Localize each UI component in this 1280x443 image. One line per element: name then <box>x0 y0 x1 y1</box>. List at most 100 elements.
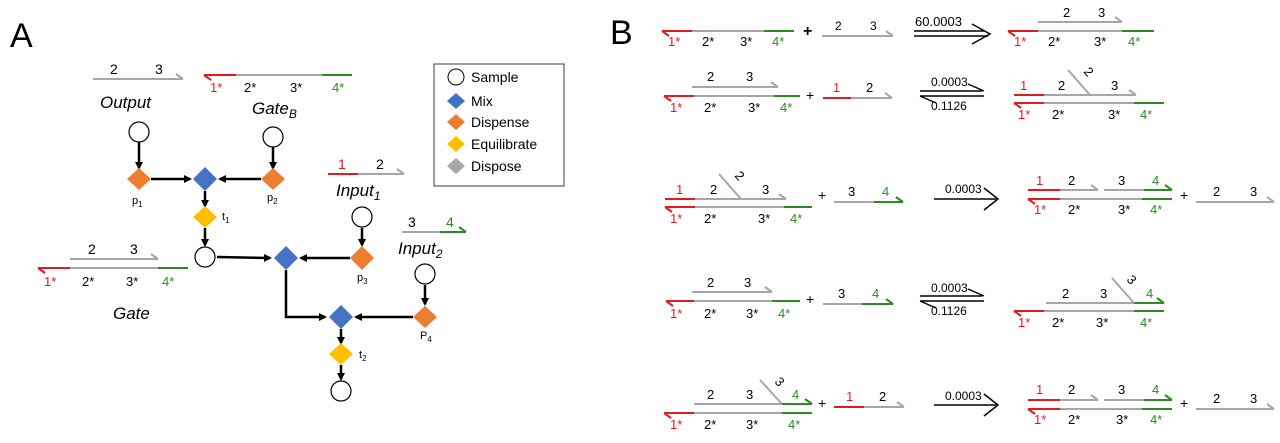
edge <box>284 270 327 321</box>
plus-sign: + <box>803 23 812 40</box>
legend-label-equilibrate: Equilibrate <box>471 136 537 152</box>
domain-label: 3* <box>758 211 770 226</box>
panel-a: 2 3 Output 1* 2* 3* 4* GateB 1 2 Input1 <box>37 61 565 402</box>
domain-label: 2 <box>707 69 714 84</box>
domain-label: 2* <box>704 211 716 226</box>
domain-label: 1* <box>670 306 682 321</box>
legend-mix-icon <box>447 93 465 109</box>
domain-label: 3 <box>130 241 138 257</box>
sample-node-gate-b <box>262 126 284 148</box>
node-label-p4: P4 <box>420 330 432 344</box>
domain-label: 3 <box>848 184 855 199</box>
domain-label: 4* <box>772 34 784 49</box>
domain-label: 2 <box>1063 5 1070 20</box>
domain-label: 3 <box>1118 382 1125 397</box>
domain-label: 4 <box>446 214 454 230</box>
plus-sign: + <box>1180 187 1188 203</box>
edge <box>216 253 272 262</box>
domain-label: 3* <box>1118 202 1130 217</box>
domain-label: 4* <box>1140 107 1152 122</box>
node-label-t1: t1 <box>222 211 230 225</box>
legend-dispose-icon <box>447 158 465 174</box>
node-label-t2: t2 <box>359 349 367 363</box>
domain-label: 2 <box>1062 286 1069 301</box>
sample-node-gate <box>194 246 216 268</box>
domain-label: 2* <box>1068 202 1080 217</box>
domain-label: 3* <box>290 80 302 95</box>
domain-label: 3* <box>1108 107 1120 122</box>
domain-label: 1* <box>670 100 682 115</box>
rate-forward: 0.0003 <box>945 182 982 196</box>
domain-label: 3 <box>408 214 416 230</box>
domain-label: 4 <box>792 387 799 402</box>
flow-edges <box>135 141 429 381</box>
dispense-node-p3 <box>350 246 374 270</box>
domain-label: 2 <box>1213 184 1220 199</box>
reaction-row-1: 1* 2* 3* 4* + 2 3 60.0003 2 3 1* 2* <box>661 5 1154 49</box>
domain-label: 1* <box>670 211 682 226</box>
reaction-arrow-reversible <box>919 288 985 309</box>
domain-label: 2 <box>1068 382 1075 397</box>
domain-label: 2 <box>88 241 96 257</box>
domain-label: 2 <box>710 182 717 197</box>
domain-label: 2* <box>702 34 714 49</box>
domain-label: 3 <box>746 387 753 402</box>
rate-forward: 0.0003 <box>945 389 982 403</box>
sample-node-input1 <box>351 206 373 228</box>
node-label-p3: p3 <box>357 272 368 286</box>
domain-label: 2* <box>244 80 256 95</box>
domain-label: 3* <box>748 100 760 115</box>
domain-label: 2 <box>1081 64 1097 79</box>
domain-label: 3 <box>1250 391 1257 406</box>
gate-strand: 2 3 1* 2* 3* 4* Gate <box>37 241 188 323</box>
mix-node-2 <box>274 246 298 270</box>
reaction-row-3: 1 2 2 3 1* 2* 3* 4* + 3 4 0.0003 <box>664 168 1275 226</box>
reaction-row-2: 2 3 1* 2* 3* 4* + 1 2 0.0003 0.1126 <box>663 64 1164 122</box>
gate-b-label: GateB <box>252 99 297 121</box>
domain-label: 4* <box>788 417 800 432</box>
domain-label: 2 <box>1058 78 1065 93</box>
domain-label: 2 <box>1213 391 1220 406</box>
domain-label: 3* <box>1094 34 1106 49</box>
panel-label-b: B <box>610 14 633 52</box>
domain-label: 2 <box>835 19 842 33</box>
domain-label: 3 <box>870 19 877 33</box>
output-strand: 2 3 Output <box>93 61 184 112</box>
domain-label: 3 <box>1098 5 1105 20</box>
domain-label: 3* <box>740 34 752 49</box>
domain-label: 3* <box>1116 412 1128 427</box>
reaction-row-4: 2 3 1* 2* 3* 4* + 3 4 0.0003 0.1126 <box>665 272 1165 330</box>
domain-label: 1* <box>1014 34 1026 49</box>
rate-reverse: 0.1126 <box>931 304 967 318</box>
domain-label: 3 <box>838 286 845 301</box>
domain-label: 2* <box>1048 34 1060 49</box>
dispense-node-p2 <box>261 168 285 190</box>
rate-forward: 0.0003 <box>931 75 968 89</box>
domain-label: 2* <box>704 417 716 432</box>
plus-sign: + <box>806 291 814 307</box>
domain-label: 2 <box>1068 173 1075 188</box>
domain-label: 2* <box>1052 315 1064 330</box>
panel-b: 1* 2* 3* 4* + 2 3 60.0003 2 3 1* 2* <box>661 5 1275 432</box>
domain-label: 2 <box>376 156 384 172</box>
domain-label: 2 <box>707 275 714 290</box>
reaction-row-5: 2 3 3 4 1* 2* 3* 4* + 1 2 0.0003 <box>663 374 1275 432</box>
mix-node-3 <box>329 305 353 329</box>
domain-label: 2* <box>1068 412 1080 427</box>
domain-label: 3 <box>746 69 753 84</box>
domain-label: 2* <box>82 274 94 289</box>
plus-sign: + <box>818 187 826 203</box>
legend-label-mix: Mix <box>471 93 493 109</box>
reaction-arrow-forward <box>914 23 992 45</box>
domain-label: 1* <box>210 80 222 95</box>
legend-label-dispense: Dispense <box>471 114 530 130</box>
domain-label: 4 <box>1152 173 1159 188</box>
domain-label: 3 <box>155 61 163 77</box>
domain-label: 3 <box>1111 78 1118 93</box>
reaction-arrow-forward <box>934 393 1000 417</box>
domain-label: 3 <box>1250 184 1257 199</box>
domain-label: 4 <box>1146 286 1153 301</box>
domain-label: 1* <box>670 417 682 432</box>
reaction-arrow-forward <box>934 187 1000 211</box>
domain-label: 4* <box>1140 315 1152 330</box>
